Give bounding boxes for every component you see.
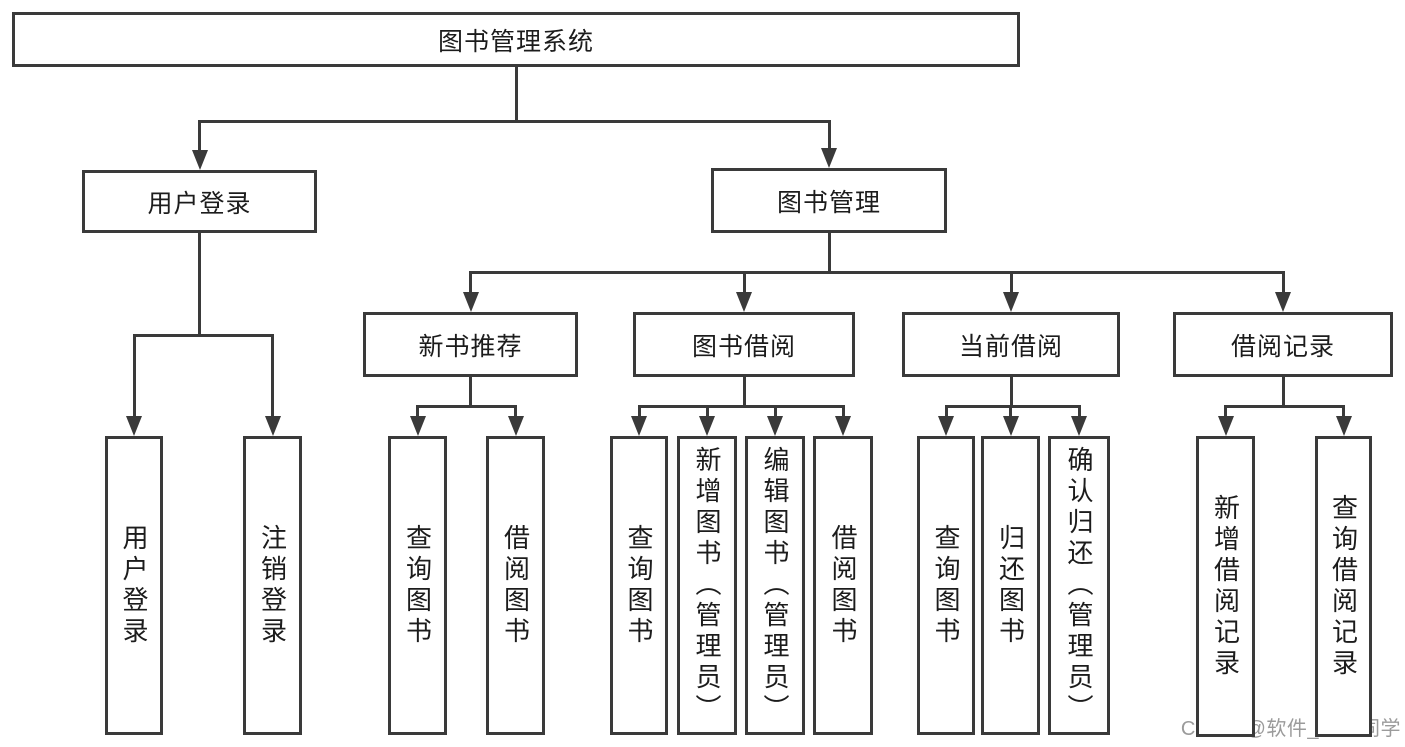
connector-line xyxy=(1342,406,1345,420)
arrow-down-icon xyxy=(507,416,524,436)
connector-line xyxy=(1009,406,1012,420)
node-label: 用户登录 xyxy=(119,523,149,648)
connector-line xyxy=(469,272,472,296)
connector-line xyxy=(416,404,517,408)
node-current-borrow: 当前借阅 xyxy=(902,312,1120,377)
node-new-book-rec: 新书推荐 xyxy=(363,312,578,377)
connector-line xyxy=(705,406,709,420)
node-label: 用户登录 xyxy=(147,189,252,218)
node-label: 图书管理 xyxy=(776,188,881,217)
connector-line xyxy=(132,333,274,337)
node-leaf-query-book-1: 查询图书 xyxy=(388,436,447,735)
connector-line xyxy=(1077,406,1081,420)
node-leaf-logout: 注销登录 xyxy=(243,436,302,735)
node-book-mgmt: 图书管理 xyxy=(711,168,947,233)
connector-line xyxy=(742,377,746,408)
node-leaf-confirm-return: 确认归还（管理员） xyxy=(1048,436,1110,735)
arrow-down-icon xyxy=(631,416,647,436)
arrow-down-icon xyxy=(409,416,426,436)
connector-line xyxy=(1224,404,1345,408)
connector-line xyxy=(637,404,845,408)
node-label: 借阅记录 xyxy=(1230,332,1335,361)
connector-line xyxy=(944,406,948,420)
arrow-down-icon xyxy=(1071,416,1087,436)
connector-line xyxy=(1009,272,1013,296)
connector-line xyxy=(514,406,517,420)
arrow-down-icon xyxy=(462,292,479,312)
connector-line xyxy=(416,406,419,420)
node-leaf-query-book-2: 查询图书 xyxy=(610,436,668,735)
node-leaf-add-record: 新增借阅记录 xyxy=(1196,436,1255,737)
connector-line xyxy=(198,119,831,123)
node-user-login-group: 用户登录 xyxy=(82,170,317,233)
connector-line xyxy=(773,406,777,420)
arrow-down-icon xyxy=(835,416,851,436)
node-label: 借阅图书 xyxy=(500,523,531,648)
connector-line xyxy=(827,233,831,274)
arrow-down-icon xyxy=(1335,416,1352,436)
node-label: 新增借阅记录 xyxy=(1210,493,1241,680)
node-leaf-edit-book: 编辑图书（管理员） xyxy=(745,436,805,735)
connector-line xyxy=(514,67,518,123)
node-label: 当前借阅 xyxy=(958,332,1063,361)
arrow-down-icon xyxy=(1003,292,1019,312)
node-label: 新增图书（管理员） xyxy=(692,446,722,725)
connector-line xyxy=(469,270,1285,274)
node-leaf-borrow-book-2: 借阅图书 xyxy=(813,436,873,735)
node-root: 图书管理系统 xyxy=(12,12,1020,67)
connector-line xyxy=(742,272,746,296)
node-label: 图书管理系统 xyxy=(437,27,594,56)
arrow-down-icon xyxy=(126,416,142,436)
connector-line xyxy=(198,121,201,154)
connector-line xyxy=(637,406,641,420)
node-label: 新书推荐 xyxy=(418,332,523,361)
node-label: 查询图书 xyxy=(931,523,961,648)
node-label: 归还图书 xyxy=(995,523,1026,648)
arrow-down-icon xyxy=(1002,416,1019,436)
arrow-down-icon xyxy=(699,416,715,436)
arrow-down-icon xyxy=(938,416,954,436)
node-borrow-records: 借阅记录 xyxy=(1173,312,1393,377)
node-label: 借阅图书 xyxy=(828,523,858,648)
node-label: 确认归还（管理员） xyxy=(1064,446,1094,725)
arrow-down-icon xyxy=(191,150,208,170)
connector-line xyxy=(944,404,1081,408)
node-leaf-user-login: 用户登录 xyxy=(105,436,163,735)
node-label: 编辑图书（管理员） xyxy=(760,446,790,725)
node-label: 图书借阅 xyxy=(691,332,796,361)
arrow-down-icon xyxy=(1217,416,1234,436)
connector-line xyxy=(132,335,136,420)
node-label: 查询图书 xyxy=(624,523,654,648)
connector-line xyxy=(1281,272,1285,296)
connector-line xyxy=(1009,377,1013,408)
connector-line xyxy=(827,121,831,152)
node-label: 注销登录 xyxy=(257,523,288,648)
arrow-down-icon xyxy=(264,416,281,436)
connector-line xyxy=(1224,406,1227,420)
arrow-down-icon xyxy=(821,148,837,168)
connector-line xyxy=(198,233,201,337)
connector-line xyxy=(271,335,274,420)
node-leaf-query-record: 查询借阅记录 xyxy=(1315,436,1372,737)
node-leaf-query-book-3: 查询图书 xyxy=(917,436,975,735)
arrow-down-icon xyxy=(736,292,752,312)
node-leaf-return-book: 归还图书 xyxy=(981,436,1040,735)
connector-line xyxy=(469,377,472,408)
connector-line xyxy=(841,406,845,420)
arrow-down-icon xyxy=(1275,292,1291,312)
node-leaf-borrow-book-1: 借阅图书 xyxy=(486,436,545,735)
node-label: 查询借阅记录 xyxy=(1328,493,1359,680)
arrow-down-icon xyxy=(767,416,783,436)
node-book-borrow: 图书借阅 xyxy=(633,312,855,377)
connector-line xyxy=(1281,377,1285,408)
node-leaf-add-book: 新增图书（管理员） xyxy=(677,436,737,735)
node-label: 查询图书 xyxy=(402,523,433,648)
